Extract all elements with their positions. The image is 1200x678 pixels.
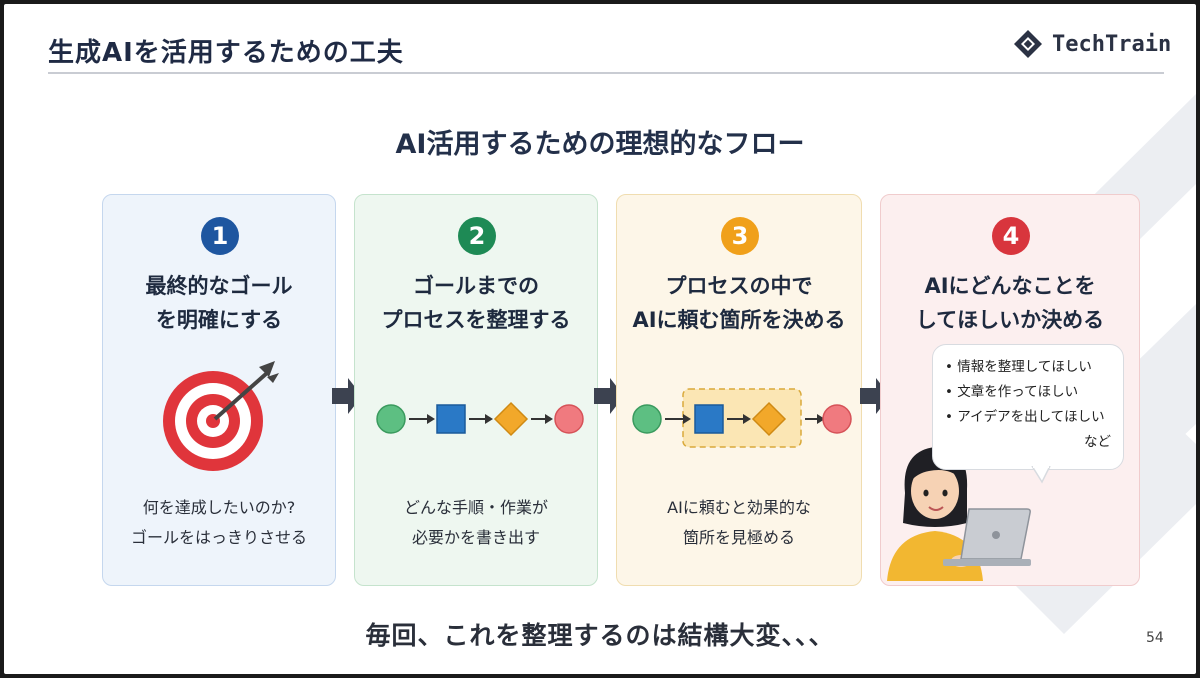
request-speech-bubble: • 情報を整理してほしい • 文章を作ってほしい • アイデアを出してほしい な… xyxy=(932,344,1124,470)
header-divider xyxy=(48,72,1164,74)
step-number-badge: 1 xyxy=(201,217,239,255)
step-title-line: AIに頼む箇所を決める xyxy=(632,308,846,332)
step-title-line: ゴールまでの xyxy=(413,274,539,298)
slide: 生成AIを活用するための工夫 TechTrain AI活用するための理想的なフロ… xyxy=(4,4,1196,674)
step-number-badge: 4 xyxy=(992,217,1030,255)
step-description-line: 必要かを書き出す xyxy=(411,528,540,547)
step-description: 何を達成したいのか? ゴールをはっきりさせる xyxy=(103,493,335,553)
step-description-line: どんな手順・作業が xyxy=(403,498,548,517)
logo-text: TechTrain xyxy=(1052,31,1172,57)
step-description-line: 箇所を見極める xyxy=(682,528,795,547)
bubble-item: • 文章を作ってほしい xyxy=(945,384,1079,400)
step-description: AIに頼むと効果的な 箇所を見極める xyxy=(617,493,861,553)
step-title: ゴールまでの プロセスを整理する xyxy=(355,269,597,337)
step-card-2: 2 ゴールまでの プロセスを整理する どんな手順・作業が 必要かを書き出す xyxy=(354,194,598,586)
step-number-badge: 2 xyxy=(458,217,496,255)
step-title-line: してほしいか決める xyxy=(915,308,1105,332)
flow-title: AI活用するための理想的なフロー xyxy=(395,129,805,160)
highlighted-process-icon xyxy=(632,388,852,448)
process-flow-icon xyxy=(376,401,584,437)
step-title-line: AIにどんなことを xyxy=(924,274,1096,298)
step-card-3: 3 プロセスの中で AIに頼む箇所を決める AIに頼むと効果的な 箇所を見極める xyxy=(616,194,862,586)
step-title-line: を明確にする xyxy=(155,308,283,332)
step-number-badge: 3 xyxy=(721,217,759,255)
step-description: どんな手順・作業が 必要かを書き出す xyxy=(355,493,597,553)
slide-title: 生成AIを活用するための工夫 xyxy=(48,38,404,68)
step-description-line: 何を達成したいのか? xyxy=(142,498,296,517)
step-title-line: 最終的なゴール xyxy=(145,274,293,298)
bubble-item: • 情報を整理してほしい xyxy=(945,359,1092,375)
logo-icon xyxy=(1014,30,1042,58)
step-title-line: プロセスの中で xyxy=(665,274,813,298)
step-description-line: ゴールをはっきりさせる xyxy=(130,528,307,547)
step-title: 最終的なゴール を明確にする xyxy=(103,269,335,337)
bubble-item: • アイデアを出してほしい xyxy=(945,409,1105,425)
techtrain-logo: TechTrain xyxy=(1012,28,1171,60)
page-number: 54 xyxy=(1146,630,1164,646)
step-title-line: プロセスを整理する xyxy=(381,308,571,332)
target-icon xyxy=(163,361,279,471)
bubble-suffix: など xyxy=(1084,434,1111,450)
step-title: AIにどんなことを してほしいか決める xyxy=(881,269,1139,337)
bubble-tail-icon xyxy=(1031,466,1051,484)
step-card-1: 1 最終的なゴール を明確にする 何を達成したいのか? ゴールをはっきりさせる xyxy=(102,194,336,586)
step-description-line: AIに頼むと効果的な xyxy=(667,498,811,517)
step-title: プロセスの中で AIに頼む箇所を決める xyxy=(617,269,861,337)
footer-message: 毎回、これを整理するのは結構大変、、、 xyxy=(365,621,835,650)
